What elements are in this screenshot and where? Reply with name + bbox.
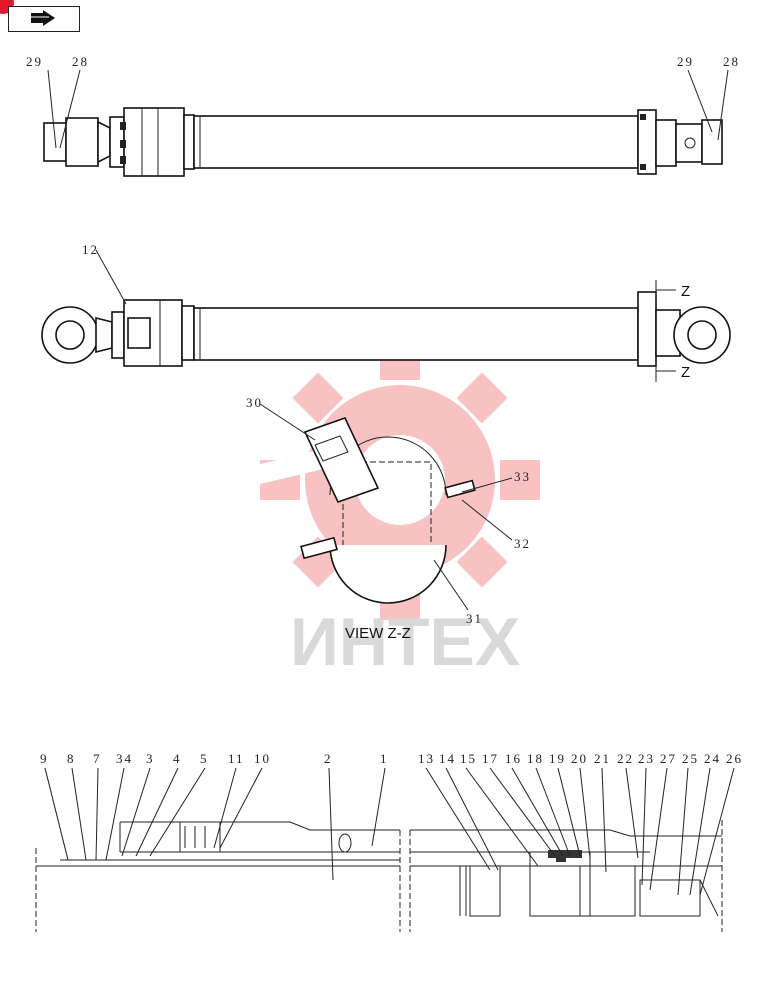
part-label-21: 21 <box>594 751 611 766</box>
part-label-29-right: 29 <box>677 54 694 69</box>
cylinder-top-view <box>43 69 729 177</box>
sectional-view <box>35 820 723 932</box>
section-marker-z-top: Z <box>681 283 690 300</box>
section-marker-z-bottom: Z <box>681 364 690 381</box>
part-label-1: 1 <box>380 751 389 766</box>
part-label-31: 31 <box>466 611 483 626</box>
part-label-30: 30 <box>246 395 263 410</box>
part-label-22: 22 <box>617 751 634 766</box>
watermark-text: ИНТЕХ <box>290 604 520 680</box>
part-label-33: 33 <box>514 469 531 484</box>
part-label-20: 20 <box>571 751 588 766</box>
forward-arrow-icon <box>31 10 55 26</box>
part-label-26: 26 <box>726 751 743 766</box>
view-title: VIEW Z-Z <box>345 625 411 642</box>
part-label-28-left: 28 <box>72 54 89 69</box>
part-label-9: 9 <box>40 751 49 766</box>
part-label-13: 13 <box>418 751 435 766</box>
cylinder-side-view <box>41 249 731 382</box>
part-label-23: 23 <box>638 751 655 766</box>
part-label-14: 14 <box>439 751 456 766</box>
part-label-25: 25 <box>682 751 699 766</box>
part-label-5: 5 <box>200 751 209 766</box>
part-label-18: 18 <box>527 751 544 766</box>
part-label-32: 32 <box>514 536 531 551</box>
part-label-19: 19 <box>549 751 566 766</box>
clamp-detail-view <box>259 403 513 611</box>
part-label-17: 17 <box>482 751 499 766</box>
part-label-2: 2 <box>324 751 333 766</box>
part-label-29-left: 29 <box>26 54 43 69</box>
part-label-15: 15 <box>460 751 477 766</box>
part-label-8: 8 <box>67 751 76 766</box>
section-leaders <box>44 767 735 896</box>
part-label-27: 27 <box>660 751 677 766</box>
part-label-34: 34 <box>116 751 133 766</box>
next-page-button[interactable] <box>8 6 80 32</box>
part-label-3: 3 <box>146 751 155 766</box>
part-label-28-right: 28 <box>723 54 740 69</box>
part-label-12: 12 <box>82 242 99 257</box>
part-label-10: 10 <box>254 751 271 766</box>
part-label-11: 11 <box>228 751 245 766</box>
part-label-16: 16 <box>505 751 522 766</box>
part-label-4: 4 <box>173 751 182 766</box>
part-label-24: 24 <box>704 751 721 766</box>
part-label-7: 7 <box>93 751 102 766</box>
